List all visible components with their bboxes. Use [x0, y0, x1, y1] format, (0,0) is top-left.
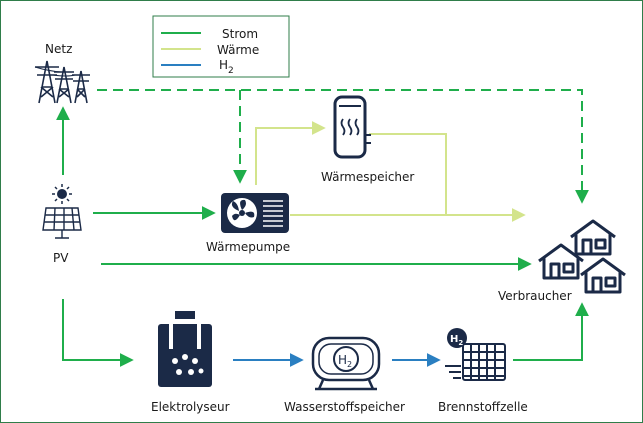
label-brennstoffzelle: Brennstoffzelle: [438, 400, 528, 414]
label-pv: PV: [53, 251, 69, 265]
flow-waermespeicher-verbraucher: [369, 133, 447, 215]
tank-h2-symbol: H2: [338, 353, 352, 369]
flow-netz-verbraucher: [97, 89, 589, 204]
solar-panel-icon: [42, 184, 82, 239]
legend-label-strom: Strom: [222, 27, 258, 41]
label-waermespeicher: Wärmespeicher: [321, 170, 414, 184]
legend-label-waerme: Wärme: [217, 43, 259, 57]
label-elektrolyseur: Elektrolyseur: [151, 400, 230, 414]
legend-label-h2: H2: [219, 58, 234, 76]
heat-storage-icon: [333, 95, 371, 159]
legend-box: [152, 15, 290, 78]
hydrogen-tank-icon: H2: [311, 336, 381, 391]
label-wasserstoffspeicher: Wasserstoffspeicher: [284, 400, 405, 414]
flow-pv-elektrolyseur: [62, 299, 134, 367]
label-netz: Netz: [45, 42, 72, 56]
fuel-cell-h2-badge: H2: [450, 334, 463, 347]
label-waermepumpe: Wärmepumpe: [206, 240, 290, 254]
legend: Strom Wärme H2: [152, 15, 290, 78]
heat-pump-icon: [221, 193, 289, 233]
fuel-cell-icon: H2: [445, 328, 506, 381]
electrolyzer-icon: [158, 311, 212, 387]
power-tower-icon: [34, 60, 90, 104]
houses-icon: [538, 219, 626, 294]
flow-brennstoffzelle-verbraucher: [513, 302, 589, 361]
flow-waermepumpe-waermespeicher: [255, 121, 326, 185]
label-verbraucher: Verbraucher: [498, 289, 572, 303]
